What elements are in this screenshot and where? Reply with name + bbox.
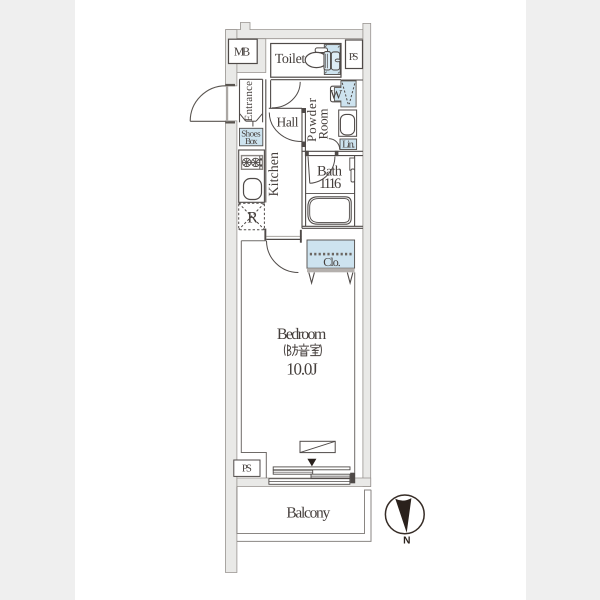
svg-text:N: N [403,536,410,547]
svg-text:R: R [247,210,258,227]
svg-text:Clo.: Clo. [323,255,341,269]
svg-text:Toilet: Toilet [275,52,306,67]
svg-text:Powder: Powder [304,97,319,142]
svg-text:Room: Room [315,109,330,140]
svg-text:Hall: Hall [277,114,299,129]
svg-text:PS: PS [349,52,359,63]
svg-text:W: W [330,87,343,102]
svg-text:Entrance: Entrance [243,81,255,122]
svg-text:PS: PS [242,464,252,475]
svg-text:Shoes: Shoes [241,129,261,139]
svg-text:Balcony: Balcony [286,505,330,522]
svg-text:1116: 1116 [319,176,341,192]
svg-text:Bedroom: Bedroom [277,326,327,343]
svg-text:10.0J: 10.0J [286,359,318,378]
svg-text:Bath: Bath [317,163,343,179]
svg-text:Lin.: Lin. [342,140,355,151]
svg-text:Kitchen: Kitchen [267,152,282,197]
svg-text:MB: MB [234,45,250,59]
svg-text:Box: Box [245,136,258,146]
